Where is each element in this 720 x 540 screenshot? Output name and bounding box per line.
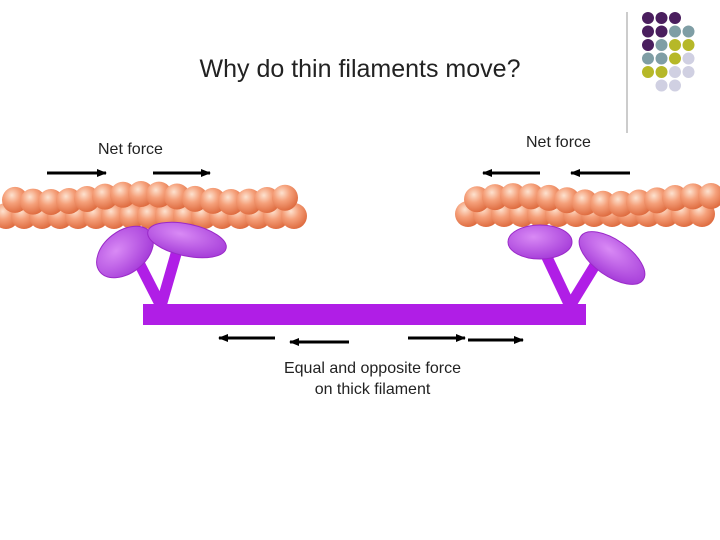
actin-bead <box>137 203 163 229</box>
caption-line-1: Equal and opposite force <box>283 360 461 377</box>
myosin-head-right-2 <box>578 231 646 285</box>
decorative-dot <box>669 66 681 78</box>
actin-bead <box>20 188 46 215</box>
net-force-label-right: Net force <box>526 134 591 151</box>
myosin-neck-right-outer <box>565 259 602 309</box>
actin-bead <box>272 184 298 211</box>
actin-bead <box>218 188 244 215</box>
actin-bead <box>590 190 616 217</box>
actin-bead <box>500 183 526 210</box>
net-force-label-left: Net force <box>98 141 163 158</box>
decorative-dot <box>642 52 654 65</box>
decorative-dot <box>642 25 654 38</box>
actin-bead <box>119 203 145 229</box>
decorative-dot <box>669 25 681 38</box>
slide-title: Why do thin filaments move? <box>199 55 521 83</box>
myosin-head-left-2 <box>147 221 227 259</box>
decorative-dot <box>642 12 654 24</box>
decorative-dot <box>655 25 668 38</box>
decorative-dot <box>682 25 695 38</box>
decorative-dot <box>655 12 668 24</box>
decorative-dot-grid <box>642 12 695 92</box>
actin-bead <box>698 183 720 210</box>
decorative-dot <box>682 52 695 65</box>
thick-filament-backbone <box>143 304 586 325</box>
decorative-dot <box>669 52 681 65</box>
decorative-dot <box>655 66 668 78</box>
decorative-dot <box>655 79 668 92</box>
myosin-neck-right-inner <box>540 250 575 309</box>
caption-line-2: on thick filament <box>314 381 431 398</box>
decorative-dot <box>669 79 681 92</box>
decorative-dot <box>655 52 668 65</box>
decorative-dot <box>682 66 695 78</box>
thin-filament-left <box>0 181 307 229</box>
myosin-neck-left-inner <box>155 245 184 308</box>
decorative-dot <box>655 39 668 51</box>
opposite-force-caption: Equal and opposite force on thick filame… <box>250 358 495 400</box>
decorative-dot <box>642 66 654 78</box>
myosin-head-right-1 <box>507 224 573 260</box>
decorative-dot <box>642 39 654 51</box>
actin-bead <box>680 183 706 210</box>
decorative-dot <box>682 39 695 51</box>
decorative-dot <box>669 39 681 51</box>
decorative-dot <box>669 12 681 24</box>
thin-filament-right <box>455 183 720 227</box>
thick-filament <box>96 221 646 325</box>
actin-bead <box>101 203 127 229</box>
